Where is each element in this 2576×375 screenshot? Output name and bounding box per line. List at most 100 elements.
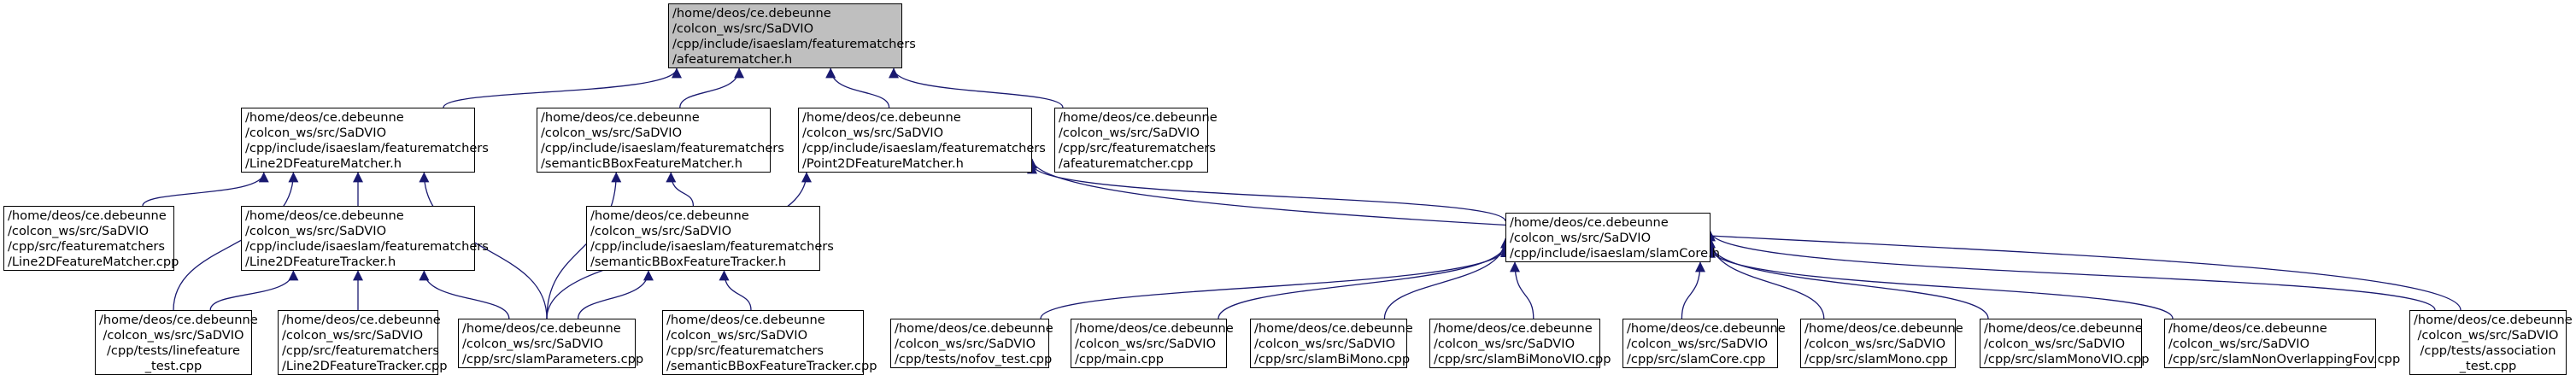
node-label-line: /colcon_ws/src/SaDVIO xyxy=(8,224,150,238)
node-label-line: /home/deos/ce.debeunne xyxy=(2168,321,2327,336)
node-label-line: /cpp/src/slamParameters.cpp xyxy=(462,352,644,366)
node-label-line: /cpp/src/slamMono.cpp xyxy=(1804,352,1949,366)
node-label-line: /cpp/src/slamBiMono.cpp xyxy=(1254,352,1411,366)
node-label-line: /colcon_ws/src/SaDVIO xyxy=(1984,337,2126,351)
edge-slamparameters_cpp-to-line2dft_h xyxy=(419,270,510,319)
node-label-line: /cpp/src/featurematchers xyxy=(666,343,824,358)
node-label-line: /home/deos/ce.debeunne xyxy=(245,208,404,223)
node-label-line: /cpp/src/slamMonoVIO.cpp xyxy=(1984,352,2150,366)
node-slamcore-h[interactable]: /home/deos/ce.debeunne/colcon_ws/src/SaD… xyxy=(1505,213,1720,262)
node-label-line: /home/deos/ce.debeunne xyxy=(666,313,825,327)
node-label-line: /cpp/src/slamCore.cpp xyxy=(1627,352,1766,366)
node-slammonovio-cpp[interactable]: /home/deos/ce.debeunne/colcon_ws/src/SaD… xyxy=(1980,319,2150,368)
edge-slamcore_h-to-point2dfm_h xyxy=(1027,163,1506,222)
node-afeaturematcher-h[interactable]: /home/deos/ce.debeunne/colcon_ws/src/SaD… xyxy=(668,3,916,68)
node-label-line: /home/deos/ce.debeunne xyxy=(1059,110,1218,125)
edge-association_test-to-slamcore_h xyxy=(1705,231,2436,311)
node-label-line: /afeaturematcher.cpp xyxy=(1059,156,1194,171)
node-label-line: /colcon_ws/src/SaDVIO xyxy=(282,328,424,343)
edge-linefeature_test-to-line2dfm_h xyxy=(173,172,299,311)
edge-slamcore_cpp-to-slamcore_h xyxy=(1681,261,1705,319)
node-label-line: /colcon_ws/src/SaDVIO xyxy=(1804,337,1946,351)
node-label-line: /home/deos/ce.debeunne xyxy=(462,321,621,336)
node-slamnonoverlappingfov-cpp[interactable]: /home/deos/ce.debeunne/colcon_ws/src/SaD… xyxy=(2164,319,2400,368)
edge-main_cpp-to-slamcore_h xyxy=(1218,242,1511,319)
edge-slammonovio-to-slamcore_h xyxy=(1705,242,1989,319)
node-label-line: /home/deos/ce.debeunne xyxy=(895,321,1053,336)
node-label-line: /cpp/tests/linefeature xyxy=(107,343,240,358)
node-label-line: /afeaturematcher.h xyxy=(672,52,793,67)
node-label-line: /semanticBBoxFeatureTracker.h xyxy=(590,255,787,269)
node-line2dfeaturetracker-h[interactable]: /home/deos/ce.debeunne/colcon_ws/src/SaD… xyxy=(241,206,489,271)
edge-line2dfm_cpp-to-line2dfm_h xyxy=(142,172,269,207)
edge-slamnonoverlapping-to-slamcore_h xyxy=(1705,247,2174,319)
node-label-line: /cpp/main.cpp xyxy=(1075,352,1165,366)
node-label-line: /colcon_ws/src/SaDVIO xyxy=(2168,337,2310,351)
node-label-line: /cpp/src/featurematchers xyxy=(1059,141,1217,155)
node-semanticbboxfeaturematcher-h[interactable]: /home/deos/ce.debeunne/colcon_ws/src/SaD… xyxy=(537,108,784,173)
node-label-line: /home/deos/ce.debeunne xyxy=(1075,321,1234,336)
node-label-line: /home/deos/ce.debeunne xyxy=(8,208,167,223)
node-label-line: /colcon_ws/src/SaDVIO xyxy=(1510,231,1652,245)
node-label-line: /home/deos/ce.debeunne xyxy=(1510,215,1669,230)
node-label-line: /home/deos/ce.debeunne xyxy=(672,6,831,21)
node-label-line: /Line2DFeatureMatcher.cpp xyxy=(8,255,179,269)
node-slambimono-cpp[interactable]: /home/deos/ce.debeunne/colcon_ws/src/SaD… xyxy=(1250,319,1413,368)
node-semanticbboxfeaturetracker-h[interactable]: /home/deos/ce.debeunne/colcon_ws/src/SaD… xyxy=(586,206,834,271)
node-label-line: /colcon_ws/src/SaDVIO xyxy=(1059,126,1200,140)
node-label-line: /semanticBBoxFeatureTracker.cpp xyxy=(666,359,877,373)
node-label-line: /cpp/src/featurematchers xyxy=(8,239,166,254)
edge-sembboxft_h-to-sembboxfm_h xyxy=(666,172,695,207)
node-label-line: /home/deos/ce.debeunne xyxy=(802,110,961,125)
node-label-line: /colcon_ws/src/SaDVIO xyxy=(1254,337,1396,351)
node-label-line: /colcon_ws/src/SaDVIO xyxy=(895,337,1036,351)
edge-association_test-to-point2dfm_h xyxy=(1027,158,2462,311)
node-slamparameters-cpp[interactable]: /home/deos/ce.debeunne/colcon_ws/src/SaD… xyxy=(458,319,644,368)
node-label-line: /cpp/include/isaeslam/featurematchers xyxy=(541,141,784,155)
node-nofov-test-cpp[interactable]: /home/deos/ce.debeunne/colcon_ws/src/SaD… xyxy=(890,319,1053,368)
node-label-line: /home/deos/ce.debeunne xyxy=(1627,321,1786,336)
node-label-line: /colcon_ws/src/SaDVIO xyxy=(590,224,732,238)
edge-slambimono-to-slamcore_h xyxy=(1383,237,1511,319)
node-label-line: /home/deos/ce.debeunne xyxy=(2414,313,2573,327)
node-label-line: /colcon_ws/src/SaDVIO xyxy=(245,126,387,140)
node-label-line: /Point2DFeatureMatcher.h xyxy=(802,156,964,171)
node-label-line: /Line2DFeatureMatcher.h xyxy=(245,156,402,171)
edge-slamparameters_cpp-to-line2dfm_h xyxy=(419,172,548,319)
node-afeaturematcher-cpp[interactable]: /home/deos/ce.debeunne/colcon_ws/src/SaD… xyxy=(1054,108,1218,173)
edge-line2dfm_h-to-afeaturematcher_h xyxy=(443,67,682,108)
node-label-line: /home/deos/ce.debeunne xyxy=(1984,321,2143,336)
node-association-test-cpp[interactable]: /home/deos/ce.debeunne/colcon_ws/src/SaD… xyxy=(2409,310,2573,375)
edge-slambimonovio-to-slamcore_h xyxy=(1510,261,1534,319)
edge-nofov_test-to-slamcore_h xyxy=(1040,247,1511,319)
node-label-line: /colcon_ws/src/SaDVIO xyxy=(245,224,387,238)
node-slamcore-cpp[interactable]: /home/deos/ce.debeunne/colcon_ws/src/SaD… xyxy=(1622,319,1786,368)
node-main-cpp[interactable]: /home/deos/ce.debeunne/colcon_ws/src/SaD… xyxy=(1071,319,1234,368)
node-slambimonovio-cpp[interactable]: /home/deos/ce.debeunne/colcon_ws/src/SaD… xyxy=(1429,319,1611,368)
node-label-line: /cpp/include/isaeslam/featurematchers xyxy=(245,239,489,254)
node-label-line: /colcon_ws/src/SaDVIO xyxy=(666,328,808,343)
node-semanticbboxfeaturetracker-cpp[interactable]: /home/deos/ce.debeunne/colcon_ws/src/SaD… xyxy=(662,310,877,375)
node-label-line: /Line2DFeatureTracker.h xyxy=(245,255,396,269)
node-linefeature-test-cpp[interactable]: /home/deos/ce.debeunne/colcon_ws/src/SaD… xyxy=(95,310,258,375)
edge-afeaturematcher_cpp-to-afeaturematcher_h xyxy=(889,67,1064,108)
node-label-line: /cpp/tests/association xyxy=(2420,343,2556,358)
edge-point2dfm_h-to-afeaturematcher_h xyxy=(825,67,890,108)
edge-slamparameters_cpp-to-sembboxft_h xyxy=(577,270,654,319)
node-label-line: /colcon_ws/src/SaDVIO xyxy=(1434,337,1576,351)
node-point2dfeaturematcher-h[interactable]: /home/deos/ce.debeunne/colcon_ws/src/SaD… xyxy=(798,108,1046,173)
node-label-line: /colcon_ws/src/SaDVIO xyxy=(2417,328,2559,343)
node-label-line: /cpp/src/slamBiMonoVIO.cpp xyxy=(1434,352,1611,366)
node-line2dfeaturetracker-cpp[interactable]: /home/deos/ce.debeunne/colcon_ws/src/SaD… xyxy=(278,310,448,375)
node-label-line: _test.cpp xyxy=(2459,359,2517,373)
node-label-line: /cpp/include/isaeslam/featurematchers xyxy=(802,141,1046,155)
node-label-line: /colcon_ws/src/SaDVIO xyxy=(462,337,604,351)
node-label-line: /home/deos/ce.debeunne xyxy=(99,313,258,327)
node-line2dfeaturematcher-h[interactable]: /home/deos/ce.debeunne/colcon_ws/src/SaD… xyxy=(241,108,489,173)
node-label-line: /cpp/include/isaeslam/featurematchers xyxy=(245,141,489,155)
node-slammono-cpp[interactable]: /home/deos/ce.debeunne/colcon_ws/src/SaD… xyxy=(1800,319,1963,368)
edge-linefeature_test-to-line2dft_h xyxy=(209,270,299,311)
node-label-line: /home/deos/ce.debeunne xyxy=(590,208,749,223)
node-line2dfeaturematcher-cpp[interactable]: /home/deos/ce.debeunne/colcon_ws/src/SaD… xyxy=(3,206,179,271)
